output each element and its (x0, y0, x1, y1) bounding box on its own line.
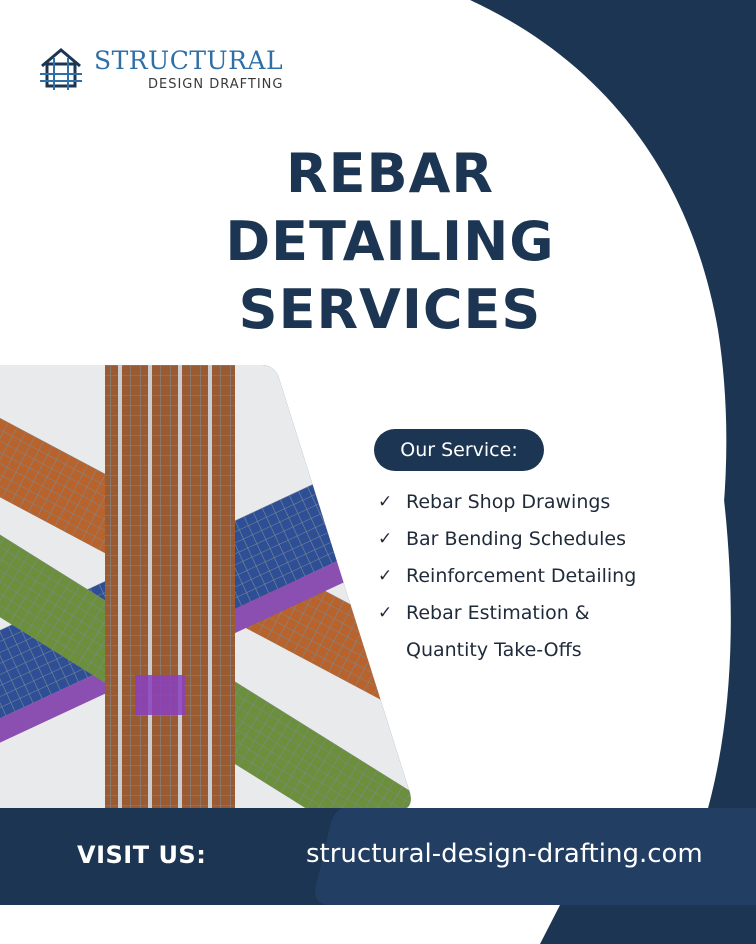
list-item-continuation: Quantity Take-Offs (378, 632, 718, 669)
service-label: Reinforcement Detailing (406, 565, 637, 587)
white-arc-inner (470, 0, 727, 808)
our-service-badge: Our Service: (374, 429, 544, 471)
service-label: Quantity Take-Offs (406, 639, 582, 661)
headline-line-3: SERVICES (238, 278, 542, 341)
list-item: ✓ Bar Bending Schedules (378, 521, 718, 558)
service-label: Bar Bending Schedules (406, 528, 626, 550)
navy-arc-bottom (540, 905, 756, 944)
footer-bar (0, 808, 756, 905)
visit-us-label: VISIT US: (77, 841, 207, 869)
website-link[interactable]: structural-design-drafting.com (306, 839, 703, 869)
list-item: ✓ Reinforcement Detailing (378, 558, 718, 595)
service-list: ✓ Rebar Shop Drawings ✓ Bar Bending Sche… (378, 484, 718, 669)
list-item: ✓ Rebar Estimation & (378, 595, 718, 632)
headline-line-1: REBAR (285, 142, 494, 205)
check-icon: ✓ (378, 529, 393, 549)
list-item: ✓ Rebar Shop Drawings (378, 484, 718, 521)
brand-name: STRUCTURAL (94, 46, 284, 75)
headline: REBAR DETAILING SERVICES (200, 140, 580, 344)
check-icon: ✓ (378, 603, 393, 623)
building-icon (40, 48, 82, 90)
service-label: Rebar Estimation & (406, 602, 590, 624)
headline-line-2: DETAILING (225, 210, 555, 273)
brand-logo[interactable]: STRUCTURAL DESIGN DRAFTING (38, 44, 298, 96)
check-icon: ✓ (378, 492, 393, 512)
service-label: Rebar Shop Drawings (406, 491, 611, 513)
check-icon: ✓ (378, 566, 393, 586)
rebar-cage-image (0, 365, 411, 810)
brand-tagline: DESIGN DRAFTING (148, 77, 284, 92)
